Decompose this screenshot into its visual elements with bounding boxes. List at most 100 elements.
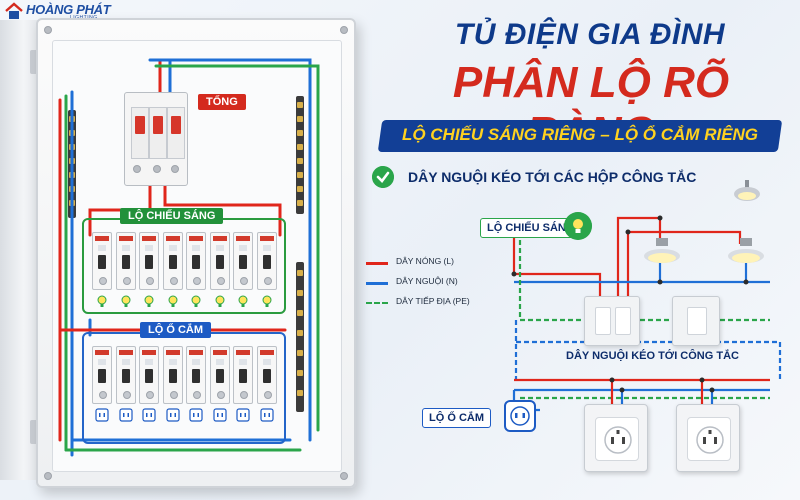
brand-strip: [95, 350, 109, 355]
main-breaker[interactable]: [124, 92, 188, 186]
door-hinge: [30, 50, 38, 74]
screw: [340, 26, 348, 34]
terminal: [216, 277, 225, 285]
screw: [340, 472, 348, 480]
socket-group-label: LỘ Ổ CẮM: [140, 322, 211, 338]
bulb-icon: [238, 295, 248, 307]
wire-legend: DÂY NÓNG (L) DÂY NGUỘI (N) DÂY TIẾP ĐỊA …: [366, 252, 490, 312]
house-icon: [5, 2, 23, 19]
socket-breaker[interactable]: [209, 346, 230, 404]
socket-breaker[interactable]: [256, 346, 277, 404]
breaker-lever[interactable]: [215, 369, 224, 383]
socket-breaker[interactable]: [162, 346, 183, 404]
switch-rocker[interactable]: [615, 307, 631, 335]
outlet-icon: [165, 408, 180, 422]
lighting-breaker[interactable]: [256, 232, 277, 290]
socket-holes-icon: [696, 426, 724, 454]
breaker-lever[interactable]: [168, 255, 177, 269]
rating-window: [215, 245, 224, 251]
lighting-breaker[interactable]: [139, 232, 159, 290]
socket-breaker[interactable]: [139, 346, 159, 404]
socket-breaker[interactable]: [233, 346, 253, 404]
lighting-breaker[interactable]: [233, 232, 253, 290]
bulb-icon: [97, 295, 107, 307]
terminal: [133, 165, 141, 173]
brand-strip: [95, 236, 109, 241]
wall-socket[interactable]: [676, 404, 740, 472]
breaker-pole: [149, 107, 167, 159]
lighting-breaker[interactable]: [209, 232, 230, 290]
main-breaker-label: TỔNG: [198, 94, 246, 110]
bullet-text: DÂY NGUỘI KÉO TỚI CÁC HỘP CÔNG TẮC: [408, 169, 697, 185]
outlet-icon: [118, 408, 133, 422]
rating-window: [239, 359, 247, 365]
cabinet-door: [0, 20, 40, 480]
breaker-lever[interactable]: [262, 369, 271, 383]
brand-strip: [236, 236, 250, 241]
switch-rocker[interactable]: [595, 307, 611, 335]
earth-busbar-lower: [296, 262, 304, 412]
breaker-pole: [131, 107, 149, 159]
terminal: [146, 391, 154, 399]
lighting-breaker[interactable]: [162, 232, 183, 290]
terminal: [193, 277, 201, 285]
socket-face: [595, 417, 639, 461]
rating-window: [121, 359, 130, 365]
breaker-lever[interactable]: [168, 369, 177, 383]
socket-holes-icon: [604, 426, 632, 454]
screw: [44, 26, 52, 34]
bullet-row: DÂY NGUỘI KÉO TỚI CÁC HỘP CÔNG TẮC: [372, 166, 732, 190]
brand-strip: [142, 236, 156, 241]
bulb-icon: [168, 295, 177, 307]
socket-face: [687, 417, 731, 461]
breaker-lever[interactable]: [215, 255, 224, 269]
breaker-lever[interactable]: [262, 255, 271, 269]
lighting-group-label: LỘ CHIẾU SÁNG: [120, 208, 224, 224]
double-switch-box[interactable]: [584, 296, 640, 346]
rating-window: [168, 359, 177, 365]
rating-window: [98, 245, 106, 251]
outlet-icon: [504, 400, 536, 432]
lighting-breaker[interactable]: [186, 232, 206, 290]
wall-socket[interactable]: [584, 404, 648, 472]
rating-window: [262, 359, 271, 365]
rating-window: [215, 359, 224, 365]
socket-breaker[interactable]: [186, 346, 206, 404]
terminal: [169, 277, 178, 285]
breaker-lever[interactable]: [239, 369, 247, 383]
terminal: [146, 277, 154, 285]
brand-strip: [165, 350, 180, 355]
breaker-lever[interactable]: [192, 369, 200, 383]
brand-strip: [189, 236, 203, 241]
rating-window: [262, 245, 271, 251]
brand-strip: [259, 236, 274, 241]
terminal: [99, 391, 107, 399]
breaker-lever[interactable]: [239, 255, 247, 269]
bulb-icon: [191, 295, 201, 307]
breaker-lever[interactable]: [192, 255, 200, 269]
brand-strip: [259, 350, 274, 355]
breaker-lever[interactable]: [145, 255, 153, 269]
breaker-lever[interactable]: [98, 369, 106, 383]
terminal: [122, 277, 131, 285]
breaker-lever[interactable]: [121, 369, 130, 383]
bulb-icon: [262, 295, 271, 307]
terminal: [263, 277, 272, 285]
rating-window: [168, 245, 177, 251]
breaker-lever[interactable]: [145, 369, 153, 383]
terminal: [122, 391, 131, 399]
socket-breaker[interactable]: [115, 346, 136, 404]
lighting-breaker[interactable]: [115, 232, 136, 290]
single-switch-box[interactable]: [672, 296, 720, 346]
legend-item-earth: DÂY TIẾP ĐỊA (PE): [366, 296, 490, 310]
light-bulb-icon: [564, 212, 592, 240]
switch-caption: DÂY NGUỘI KÉO TỚI CÔNG TẮC: [566, 350, 739, 362]
breaker-lever[interactable]: [121, 255, 130, 269]
socket-breaker[interactable]: [92, 346, 112, 404]
breaker-lever[interactable]: [98, 255, 106, 269]
switch-rocker[interactable]: [687, 307, 707, 335]
terminal: [99, 277, 107, 285]
legend-label: DÂY NGUỘI (N): [396, 276, 458, 286]
lighting-breaker[interactable]: [92, 232, 112, 290]
